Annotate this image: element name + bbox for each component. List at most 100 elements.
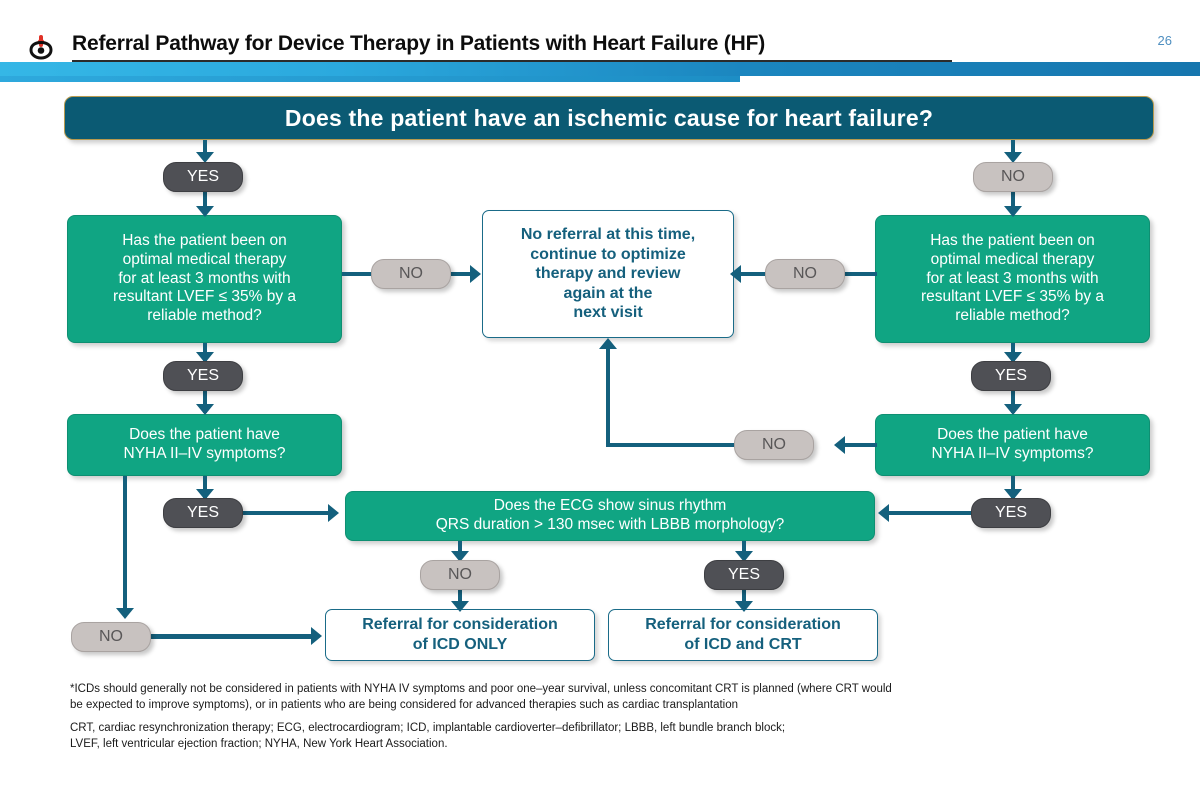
arrow-into-right-nyha — [1004, 404, 1022, 415]
arrow-ecg-to-no — [451, 551, 469, 562]
connector-right-nyha-stem — [1011, 476, 1015, 498]
pill-right-nyha-yes: YES — [971, 498, 1051, 528]
connector-yes-to-icd-crt — [742, 590, 746, 608]
referral-icd-only-box: Referral for consideration of ICD ONLY — [325, 609, 595, 661]
root-question-box: Does the patient have an ischemic cause … — [64, 96, 1154, 140]
referral-icd-crt-box: Referral for consideration of ICD and CR… — [608, 609, 878, 661]
no-referral-box: No referral at this time, continue to op… — [482, 210, 734, 338]
left-nyha-box: Does the patient have NYHA II–IV symptom… — [67, 414, 342, 476]
arrow-ecg-to-yes — [735, 551, 753, 562]
ecg-line-1: Does the ECG show sinus rhythm — [493, 497, 727, 515]
ecg-line-2: QRS duration > 130 msec with LBBB morpho… — [435, 516, 785, 533]
omt-line-4: resultant LVEF ≤ 35% by a — [112, 288, 297, 306]
connector-ecg-no-stem — [458, 541, 462, 557]
pill-right-omt-no: NO — [765, 259, 845, 289]
arrow-right-nyha-no — [834, 436, 845, 454]
omt-line-5: reliable method? — [955, 307, 1070, 325]
pill-left-omt-yes: YES — [163, 361, 243, 391]
pill-root-yes: YES — [163, 162, 243, 192]
pill-right-nyha-no: NO — [734, 430, 814, 460]
arrow-right-omt-to-yes — [1004, 352, 1022, 363]
omt-line-4: resultant LVEF ≤ 35% by a — [920, 288, 1105, 306]
connector-no-to-center-right — [741, 272, 767, 276]
omt-line-1: Has the patient been on — [930, 231, 1095, 249]
pill-ecg-yes: YES — [704, 560, 784, 590]
arrow-into-center-from-right — [730, 265, 741, 283]
referral-icd-only-line-2: of ICD ONLY — [412, 636, 508, 653]
pill-ecg-no: NO — [420, 560, 500, 590]
connector-right-nyha-to-no — [845, 443, 877, 447]
connector-ecg-yes-stem — [742, 541, 746, 557]
arrow-into-icd-crt — [735, 601, 753, 612]
pill-root-no: NO — [973, 162, 1053, 192]
header-rule — [72, 60, 952, 62]
heart-logo-icon — [28, 34, 54, 60]
no-referral-line-2: continue to optimize — [530, 245, 686, 263]
connector-no-to-icd-only — [458, 590, 462, 608]
connector-yes-to-right-nyha — [1011, 391, 1015, 413]
nyha-line-1: Does the patient have — [129, 426, 280, 444]
arrow-up-into-center — [599, 338, 617, 349]
header-accent-bar — [0, 62, 1200, 76]
footnote-line-3: CRT, cardiac resynchronization therapy; … — [70, 721, 786, 734]
footnote-line-4: LVEF, left ventricular ejection fraction… — [70, 737, 448, 750]
arrow-into-ecg-left — [328, 504, 339, 522]
connector-left-omt-to-no — [342, 272, 374, 276]
omt-line-5: reliable method? — [147, 307, 262, 325]
omt-line-3: for at least 3 months with — [118, 269, 291, 287]
header-accent-bar-secondary — [0, 76, 740, 82]
arrow-into-right-omt — [1004, 206, 1022, 217]
no-referral-line-4: again at the — [563, 284, 653, 302]
page-title: Referral Pathway for Device Therapy in P… — [72, 32, 765, 55]
no-referral-line-1: No referral at this time, — [520, 226, 696, 244]
referral-icd-crt-line-1: Referral for consideration — [645, 616, 841, 634]
footnote-line-1: *ICDs should generally not be considered… — [70, 683, 892, 695]
pill-left-nyha-yes: YES — [163, 498, 243, 528]
connector-root-left-stem — [203, 140, 207, 158]
arrow-root-to-yes — [196, 152, 214, 163]
connector-root-right-stem — [1011, 140, 1015, 158]
nyha-line-1: Does the patient have — [937, 426, 1088, 444]
omt-line-1: Has the patient been on — [122, 231, 287, 249]
omt-line-2: optimal medical therapy — [122, 250, 287, 268]
right-nyha-box: Does the patient have NYHA II–IV symptom… — [875, 414, 1150, 476]
footnotes: *ICDs should generally not be considered… — [70, 681, 1165, 752]
connector-no-to-center-left — [451, 272, 475, 276]
pill-left-nyha-no: NO — [71, 622, 151, 652]
connector-right-omt-to-no — [845, 272, 877, 276]
omt-line-3: for at least 3 months with — [926, 269, 1099, 287]
arrow-into-left-nyha — [196, 404, 214, 415]
pill-right-omt-yes: YES — [971, 361, 1051, 391]
connector-no-to-icd-only-horizontal — [151, 634, 316, 639]
referral-icd-only-line-1: Referral for consideration — [362, 616, 558, 634]
connector-left-nyha-stem — [203, 476, 207, 498]
referral-icd-crt-line-2: of ICD and CRT — [684, 636, 802, 653]
connector-no-upward — [606, 348, 610, 447]
connector-left-yes-to-ecg — [243, 511, 333, 515]
pill-left-omt-no: NO — [371, 259, 451, 289]
arrow-into-ecg-right — [878, 504, 889, 522]
nyha-line-2: NYHA II–IV symptoms? — [931, 445, 1094, 462]
arrow-left-nyha-to-yes — [196, 489, 214, 500]
page-number: 26 — [1157, 33, 1172, 48]
connector-left-nyha-no-down — [123, 476, 127, 616]
left-omt-box: Has the patient been on optimal medical … — [67, 215, 342, 343]
connector-yes-to-left-omt — [203, 192, 207, 214]
connector-no-leftward — [606, 443, 736, 447]
no-referral-line-5: next visit — [573, 304, 643, 322]
ecg-question-box: Does the ECG show sinus rhythm QRS durat… — [345, 491, 875, 541]
connector-no-to-right-omt — [1011, 192, 1015, 214]
arrow-into-icd-only — [451, 601, 469, 612]
footnote-line-2: be expected to improve symptoms), or in … — [70, 699, 739, 712]
arrow-left-omt-to-yes — [196, 352, 214, 363]
connector-right-yes-to-ecg — [888, 511, 974, 515]
arrow-into-left-omt — [196, 206, 214, 217]
arrow-root-to-no — [1004, 152, 1022, 163]
no-referral-line-3: therapy and review — [535, 265, 681, 283]
arrow-left-nyha-no-down — [116, 608, 134, 619]
right-omt-box: Has the patient been on optimal medical … — [875, 215, 1150, 343]
arrow-into-center-from-left — [470, 265, 481, 283]
nyha-line-2: NYHA II–IV symptoms? — [123, 445, 286, 462]
arrow-right-nyha-to-yes — [1004, 489, 1022, 500]
